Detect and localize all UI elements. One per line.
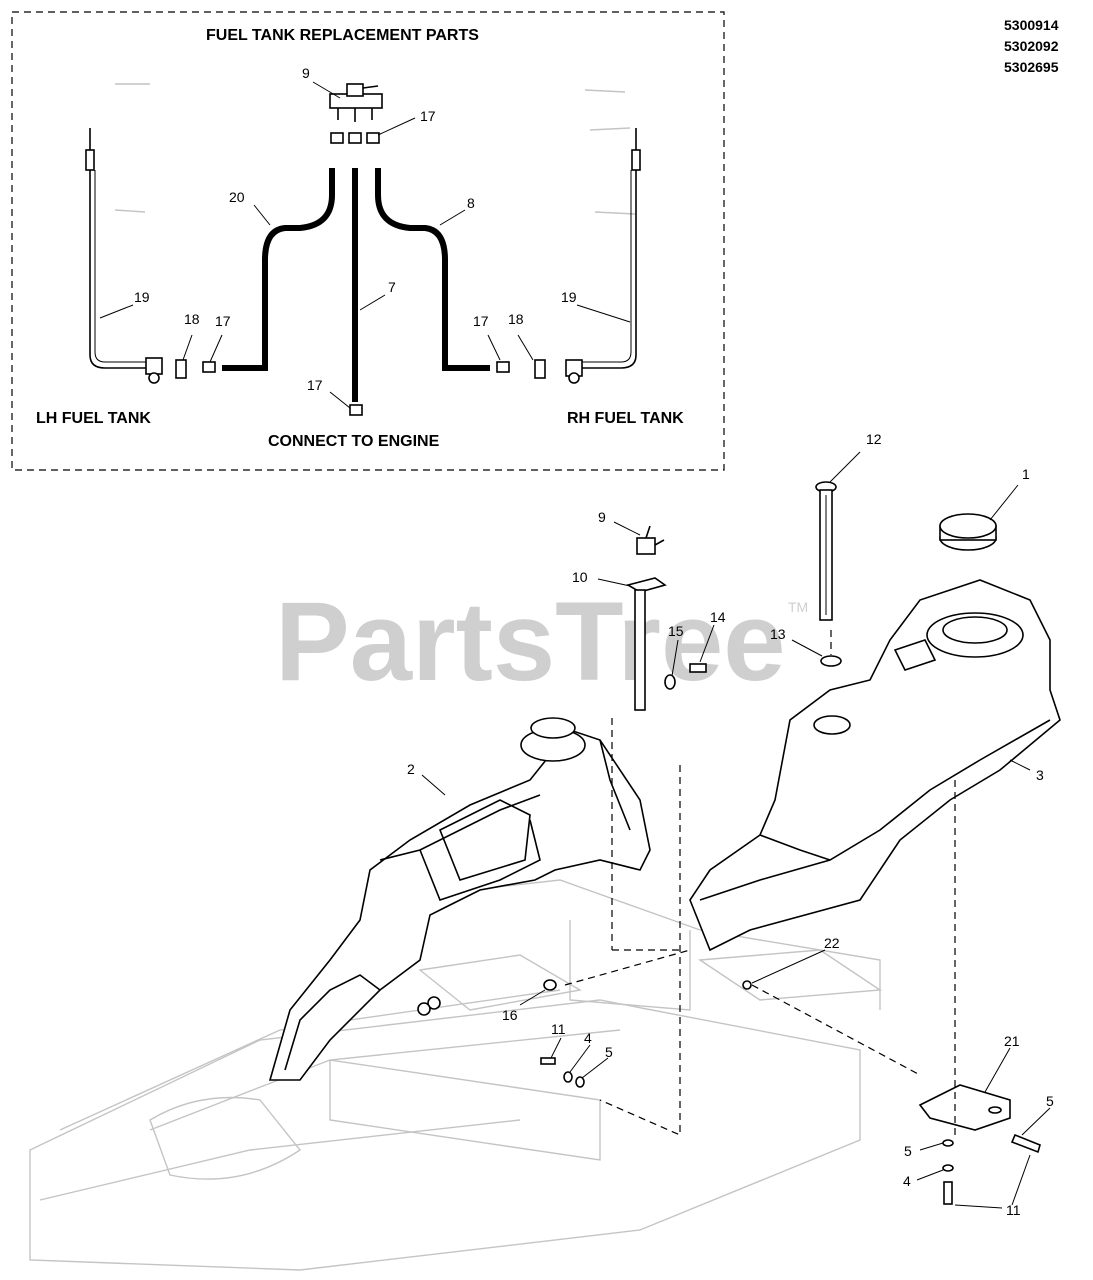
callout-2: 2 [407, 761, 415, 777]
callout-8: 8 [467, 195, 475, 211]
watermark: PartsTree TM [275, 579, 808, 704]
lh-fuel-tank-2 [268, 717, 651, 1081]
part-number-3: 5302695 [1004, 59, 1059, 75]
fuel-cap-1 [939, 513, 997, 551]
hose-clamp-17-left [202, 361, 216, 373]
mount-bracket-21 [918, 1084, 1011, 1131]
callout-20: 20 [229, 189, 245, 205]
callout-5-right-top: 5 [1046, 1093, 1054, 1109]
inset-title: FUEL TANK REPLACEMENT PARTS [206, 27, 479, 44]
part-number-1: 5300914 [1004, 17, 1059, 33]
hose-clamp-17-right [496, 361, 510, 373]
inset-border [11, 11, 725, 471]
callout-9-inset: 9 [302, 65, 310, 81]
callout-7: 7 [388, 279, 396, 295]
callout-19-right: 19 [561, 289, 577, 305]
callout-19-left: 19 [134, 289, 150, 305]
callout-17-inset-top: 17 [420, 108, 436, 124]
lh-fuel-tank-label: LH FUEL TANK [36, 410, 151, 427]
watermark-trademark: TM [788, 599, 808, 615]
callout-21: 21 [1004, 1033, 1020, 1049]
callout-3: 3 [1036, 767, 1044, 783]
main-callouts: 12 1 9 10 14 15 13 2 3 22 16 11 4 5 21 5… [407, 431, 1054, 1218]
callout-5-right-mid: 5 [904, 1143, 912, 1159]
callout-18-right: 18 [508, 311, 524, 327]
grommet-18-left [175, 359, 187, 379]
part-number-2: 5302092 [1004, 38, 1059, 54]
inset-leader-lines [99, 81, 631, 409]
callout-14: 14 [710, 609, 726, 625]
fuel-line-19-left [85, 128, 163, 384]
callout-12: 12 [866, 431, 882, 447]
callout-17-right: 17 [473, 313, 489, 329]
assembly-dashed-lines [564, 630, 956, 1136]
valve-bracket-10 [625, 577, 667, 711]
fuel-gauge-12 [815, 481, 837, 621]
inset-callouts: 9 17 20 8 7 19 18 17 17 18 19 17 [134, 65, 577, 393]
grommet-13 [820, 655, 842, 667]
hose-clamp-17-bottom [349, 404, 363, 416]
inset-ghost-marks [114, 83, 636, 215]
callout-5-left: 5 [605, 1044, 613, 1060]
hose-8 [375, 168, 490, 371]
mower-frame-ghost [29, 879, 883, 1271]
replacement-parts-inset: FUEL TANK REPLACEMENT PARTS [11, 11, 725, 471]
hose-clamps-17-top [330, 132, 380, 144]
callout-17-bottom: 17 [307, 377, 323, 393]
connect-to-engine-label: CONNECT TO ENGINE [268, 433, 440, 450]
callout-15: 15 [668, 623, 684, 639]
callout-10: 10 [572, 569, 588, 585]
rh-fuel-tank-3 [689, 579, 1061, 952]
main-leader-lines [421, 451, 1051, 1209]
fuel-valve-9 [329, 83, 383, 122]
callout-17-left: 17 [215, 313, 231, 329]
callout-9-main: 9 [598, 509, 606, 525]
callout-22: 22 [824, 935, 840, 951]
hardware-right [942, 1133, 1041, 1205]
callout-13: 13 [770, 626, 786, 642]
callout-4-left: 4 [584, 1030, 592, 1046]
hardware-left [540, 979, 752, 1088]
callout-16: 16 [502, 1007, 518, 1023]
callout-11-right: 11 [1006, 1202, 1021, 1218]
callout-1: 1 [1022, 466, 1030, 482]
bolt-14-washer-15 [664, 663, 707, 690]
callout-11-left: 11 [551, 1021, 566, 1037]
callout-18-left: 18 [184, 311, 200, 327]
fuel-valve-9-main [636, 525, 665, 555]
fuel-line-19-right [565, 128, 641, 384]
part-number-list: 5300914 5302092 5302695 [1004, 17, 1059, 75]
grommet-18-right [534, 359, 546, 379]
hose-20 [222, 168, 335, 371]
watermark-text: PartsTree [275, 579, 786, 704]
rh-fuel-tank-label: RH FUEL TANK [567, 410, 684, 427]
callout-4-right: 4 [903, 1173, 911, 1189]
